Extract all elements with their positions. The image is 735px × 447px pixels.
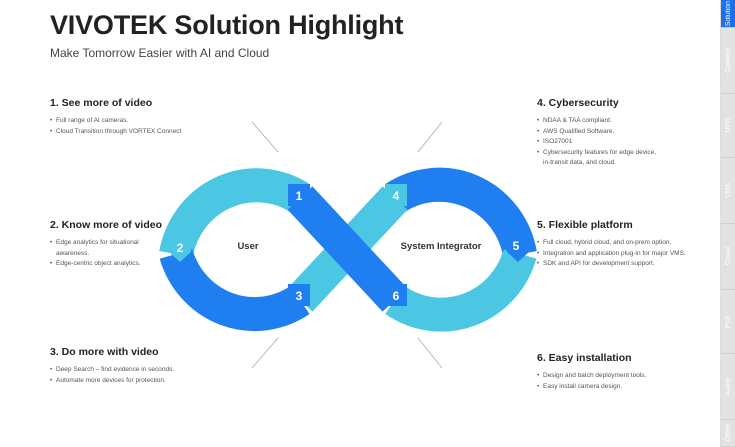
sidebar-tab-other[interactable]: Other [721, 420, 735, 447]
sidebar-tab-label: Camera [725, 48, 732, 73]
bullet-item: Edge analytics for situational [50, 238, 162, 249]
connector-line-6 [417, 337, 443, 369]
section-cybersecurity: 4. Cybersecurity NDAA & TAA compliant. A… [537, 97, 687, 169]
node-number-5: 5 [513, 239, 520, 253]
infinity-loop-diagram: 1 2 3 4 5 6 User System Integrator [159, 121, 537, 369]
sidebar-tab-label: PoE [725, 314, 732, 329]
node-marker-4 [385, 184, 407, 206]
sidebar-tab-audio[interactable]: Audio [721, 354, 735, 420]
loop-segment-left-light [159, 168, 310, 258]
node-number-1: 1 [296, 189, 303, 203]
section-do-more-video: 3. Do more with video Deep Search – find… [50, 346, 174, 386]
section-flexible-platform: 5. Flexible platform Full cloud, hybrid … [537, 219, 717, 270]
loop-segment-right-dark [385, 167, 537, 258]
sidebar-tab-poe[interactable]: PoE [721, 290, 735, 354]
category-sidebar: Solution Camera NVR VMS Cloud PoE Audio … [720, 0, 735, 447]
bullet-item: Design and batch deployment tools. [537, 371, 646, 382]
section-title: 2. Know more of video [50, 219, 163, 231]
sidebar-tab-label: VMS [725, 182, 732, 199]
bullet-item: Automate more devices for protection. [50, 376, 174, 387]
page-subtitle: Make Tomorrow Easier with AI and Cloud [50, 46, 270, 60]
bullet-item: Cybersecurity features for edge device, [537, 148, 687, 159]
section-easy-installation: 6. Easy installation Design and batch de… [537, 352, 646, 392]
bullet-item: NDAA & TAA compliant. [537, 116, 687, 127]
sidebar-tab-label: Cloud [725, 247, 732, 266]
section-know-more-video: 2. Know more of video Edge analytics for… [50, 219, 162, 270]
sidebar-tab-solution[interactable]: Solution [721, 0, 735, 28]
node-number-3: 3 [296, 289, 303, 303]
sidebar-tab-label: NVR [725, 118, 732, 133]
sidebar-tab-label: Audio [725, 377, 732, 396]
system-integrator-label: System Integrator [401, 241, 482, 252]
node-number-6: 6 [393, 289, 400, 303]
loop-segment-right-light [385, 248, 537, 332]
sidebar-tab-vms[interactable]: VMS [721, 158, 735, 224]
node-marker-3 [288, 284, 310, 306]
page-title: VIVOTEK Solution Highlight [50, 10, 404, 40]
section-title: 1. See more of video [50, 97, 153, 109]
bullet-item: Cloud Transition through VORTEX Connect [50, 127, 181, 138]
bullet-item: Deep Search – find evidence in seconds. [50, 365, 174, 376]
node-marker-5 [507, 238, 529, 262]
connector-line-1 [251, 121, 279, 153]
bullet-item: Integration and application plug-in for … [537, 249, 717, 260]
sidebar-tab-camera[interactable]: Camera [721, 28, 735, 94]
sidebar-tab-label: Solution [725, 0, 732, 27]
section-title: 6. Easy installation [537, 352, 632, 364]
node-marker-6 [385, 284, 407, 306]
bullet-item-continuation: awareness. [56, 249, 90, 257]
bullet-item: Full range of AI cameras. [50, 116, 181, 127]
bullet-item: Full cloud, hybrid cloud, and on-prem op… [537, 238, 717, 249]
bullet-item: Edge-centric object analytics. [50, 259, 162, 270]
section-title: 4. Cybersecurity [537, 97, 619, 109]
section-see-more-video: 1. See more of video Full range of AI ca… [50, 97, 181, 137]
loop-segment-left-dark [159, 248, 310, 331]
node-marker-2 [169, 238, 191, 262]
node-number-4: 4 [393, 189, 400, 203]
bullet-item-continuation: in-transit data, and cloud. [543, 159, 616, 166]
connector-line-3 [251, 337, 279, 369]
user-label: User [237, 241, 258, 252]
bullet-item: AWS Qualified Software. [537, 127, 687, 138]
sidebar-tab-nvr[interactable]: NVR [721, 94, 735, 158]
solution-highlight-page: VIVOTEK Solution Highlight Make Tomorrow… [0, 0, 720, 447]
sidebar-tab-label: Other [725, 424, 732, 442]
connector-line-4 [417, 121, 443, 153]
node-number-2: 2 [177, 241, 184, 255]
bullet-item: Easy install camera design. [537, 382, 646, 393]
loop-diagonal-dark [287, 186, 408, 312]
section-title: 3. Do more with video [50, 346, 159, 358]
sidebar-tab-cloud[interactable]: Cloud [721, 224, 735, 290]
section-title: 5. Flexible platform [537, 219, 633, 231]
node-marker-1 [288, 184, 310, 206]
bullet-item: ISO27001 [537, 137, 687, 148]
bullet-item: SDK and API for development support. [537, 259, 717, 270]
